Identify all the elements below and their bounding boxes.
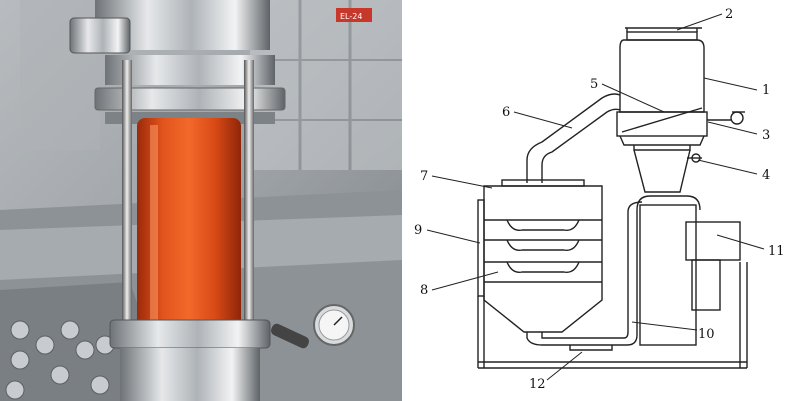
pipe-6 bbox=[526, 93, 621, 183]
tie-rod-left bbox=[122, 60, 132, 335]
label-plate bbox=[336, 8, 372, 22]
callout-12: 12 bbox=[529, 377, 546, 392]
callout-7: 7 bbox=[420, 169, 428, 184]
callout-9: 9 bbox=[414, 223, 422, 238]
callout-4: 4 bbox=[762, 168, 770, 183]
apparatus-drawing: 1 2 3 4 5 6 7 8 9 10 11 12 bbox=[402, 0, 800, 401]
pipe-10 bbox=[526, 195, 701, 346]
glass-column bbox=[137, 118, 241, 328]
callout-2: 2 bbox=[725, 7, 733, 22]
callout-11: 11 bbox=[768, 244, 785, 259]
reactor-photo: EL-24 bbox=[0, 0, 402, 401]
callout-8: 8 bbox=[420, 283, 428, 298]
separator-vessel bbox=[477, 179, 603, 333]
pressure-gauge-icon bbox=[313, 304, 355, 346]
callout-5: 5 bbox=[590, 77, 598, 92]
bench-bolts bbox=[5, 320, 115, 400]
callout-10: 10 bbox=[698, 327, 715, 342]
callout-1: 1 bbox=[762, 83, 770, 98]
top-tank bbox=[616, 27, 745, 193]
support-frame bbox=[477, 262, 748, 369]
background-window bbox=[20, 0, 402, 170]
callout-6: 6 bbox=[502, 105, 510, 120]
leader-lines bbox=[426, 13, 765, 381]
tie-rod-right bbox=[244, 60, 254, 335]
outlet-12 bbox=[569, 345, 613, 351]
component-11 bbox=[639, 204, 741, 346]
label-plate-text: EL-24 bbox=[340, 12, 362, 21]
callout-3: 3 bbox=[762, 128, 770, 143]
bottom-flange bbox=[109, 319, 271, 349]
